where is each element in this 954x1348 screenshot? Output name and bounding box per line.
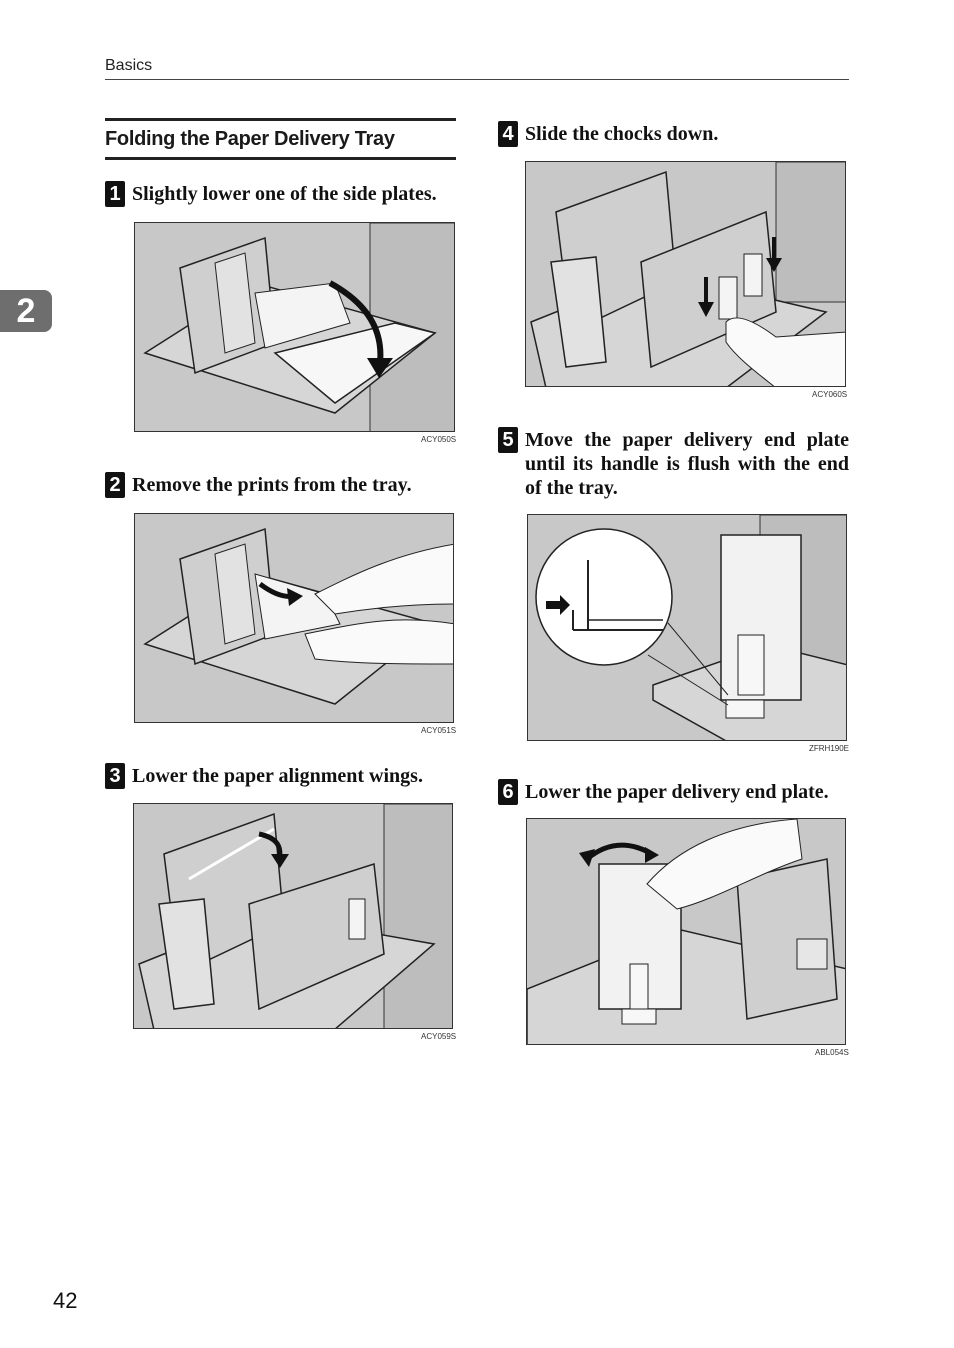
step-number: 3 bbox=[105, 763, 125, 789]
step-text: Slide the chocks down. bbox=[525, 123, 719, 145]
tray-illustration bbox=[535, 515, 846, 740]
figure-slide-chocks bbox=[525, 161, 846, 387]
step-text: Slightly lower one of the side plates. bbox=[132, 183, 437, 205]
section-heading: Folding the Paper Delivery Tray bbox=[105, 118, 456, 160]
step-2: 2 Remove the prints from the tray. bbox=[105, 472, 460, 498]
figure-code: ABL054S bbox=[815, 1048, 849, 1057]
step-text: Move the paper delivery end plate until … bbox=[525, 429, 849, 499]
figure-code: ACY059S bbox=[421, 1032, 457, 1041]
header-rule bbox=[105, 79, 849, 80]
figure-lower-side-plate bbox=[134, 222, 455, 432]
step-number: 1 bbox=[105, 181, 125, 207]
tray-illustration bbox=[138, 804, 452, 1028]
figure-move-end-plate bbox=[527, 514, 847, 741]
step-text: Remove the prints from the tray. bbox=[132, 474, 412, 496]
step-1: 1 Slightly lower one of the side plates. bbox=[105, 181, 460, 207]
page-number: 42 bbox=[53, 1288, 78, 1313]
figure-code: ZFRH190E bbox=[809, 744, 850, 753]
step-number: 2 bbox=[105, 472, 125, 498]
figure-remove-prints bbox=[134, 513, 454, 723]
tray-illustration bbox=[143, 223, 454, 431]
step-number: 4 bbox=[498, 121, 518, 147]
figure-code: ACY051S bbox=[421, 726, 457, 735]
step-4: 4 Slide the chocks down. bbox=[498, 121, 849, 147]
figure-lower-end-plate bbox=[526, 818, 846, 1045]
running-header: Basics bbox=[105, 57, 153, 74]
figure-lower-wings bbox=[133, 803, 453, 1029]
step-3: 3 Lower the paper alignment wings. bbox=[105, 763, 460, 789]
figure-code: ACY060S bbox=[812, 390, 848, 399]
step-6: 6 Lower the paper delivery end plate. bbox=[498, 779, 849, 805]
step-number: 6 bbox=[498, 779, 518, 805]
step-number: 5 bbox=[498, 427, 518, 453]
chapter-tab: 2 bbox=[0, 290, 52, 332]
tray-illustration bbox=[530, 162, 845, 386]
section-title: Folding the Paper Delivery Tray bbox=[105, 128, 395, 150]
tray-illustration bbox=[527, 819, 845, 1044]
step-text: Lower the paper delivery end plate. bbox=[525, 781, 829, 803]
step-5: 5 Move the paper delivery end plate unti… bbox=[498, 427, 849, 500]
tray-illustration bbox=[143, 527, 453, 705]
figure-code: ACY050S bbox=[421, 435, 457, 444]
step-text: Lower the paper alignment wings. bbox=[132, 765, 423, 787]
